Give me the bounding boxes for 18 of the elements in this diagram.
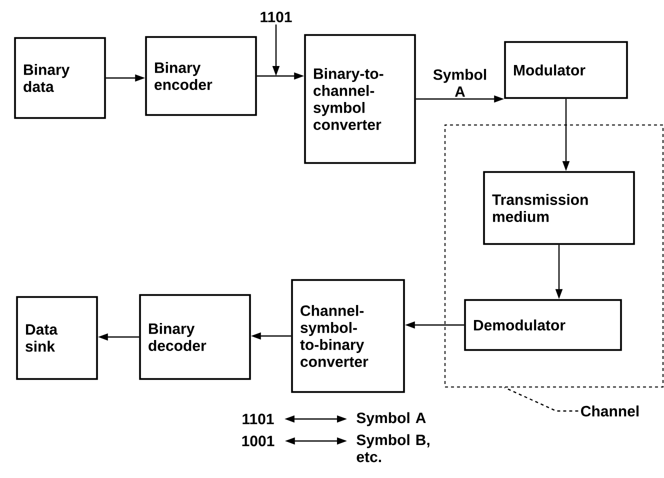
process-box: Transmission medium [483, 171, 635, 245]
symbol-text: Symbol A [356, 412, 426, 426]
label-text: 1001 [242, 436, 274, 446]
label-text: 1101 [260, 12, 292, 22]
process-box: Binary decoder [139, 294, 251, 380]
process-box: Demodulator [464, 299, 622, 351]
process-box: Data sink [16, 296, 98, 380]
label-text: Channel [581, 405, 639, 416]
process-box: Binary encoder [145, 36, 257, 116]
label-text: 1101 [242, 414, 274, 424]
process-box: Channel-symbol-to-binary converter [291, 279, 405, 393]
leader-line [504, 386, 578, 412]
channel-region [444, 124, 664, 388]
edge-label: Symbol A [428, 68, 492, 98]
process-box: Binary-to-channel-symbol converter [304, 34, 416, 164]
process-box: Modulator [504, 41, 628, 99]
symbol-text: Symbol B, etc. [356, 434, 430, 462]
process-box: Binary data [14, 37, 106, 119]
